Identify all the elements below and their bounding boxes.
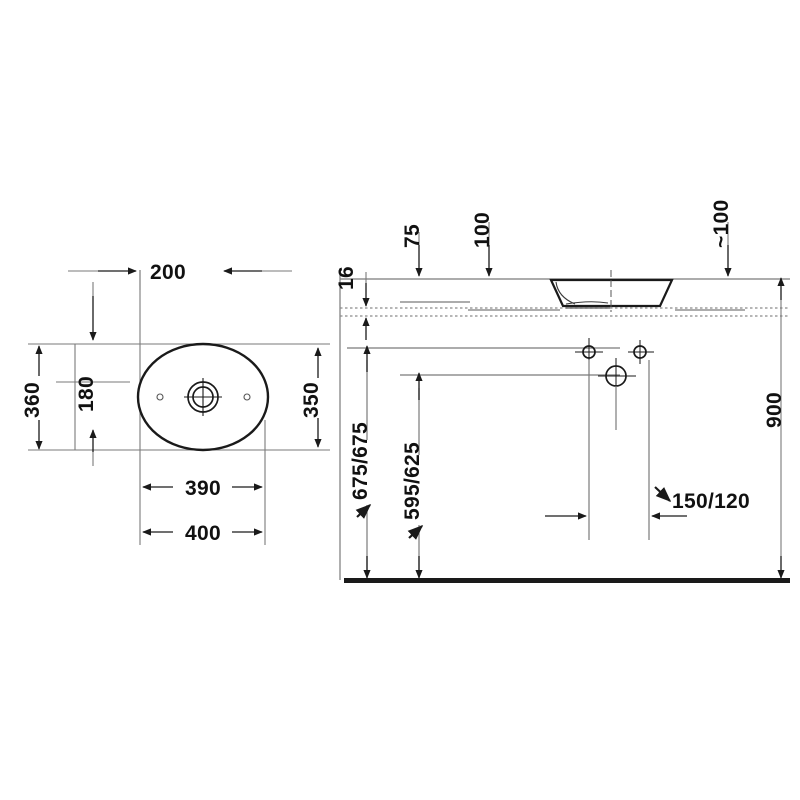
plan-dim-180: 180 [56,282,130,466]
plan-dim-200: 200 [68,261,292,284]
section-label-75: 75 [401,224,424,248]
tap-hole-right [628,340,654,364]
section-dim-75: 75 [401,224,424,277]
section-label-675: 675/675 [349,422,372,500]
section-label-16: 16 [335,266,358,290]
countertop-solid-segments [400,301,745,311]
section-dim-675: 675/675 [349,345,372,579]
leader-arrow-595 [407,524,424,540]
overflow-hole-right [243,393,251,401]
countertop-dashed-lines [340,307,790,317]
plan-dim-360: 360 [21,345,44,450]
section-dim-900: 900 [763,277,786,579]
plan-view-group: 200 180 360 350 [21,261,330,545]
plan-dim-390: 390 [142,477,263,500]
plan-label-180: 180 [75,376,98,412]
plan-label-360: 360 [21,382,44,418]
plan-label-390: 390 [185,477,221,500]
plan-label-350: 350 [300,382,323,418]
plan-dim-350: 350 [300,347,323,448]
section-label-595: 595/625 [401,442,424,520]
basin-section-profile [549,270,674,312]
section-label-100: 100 [471,212,494,248]
leader-arrow-150-120 [654,486,672,503]
section-dim-595: 595/625 [401,372,424,579]
section-label-approx-100: ~100 [710,199,733,248]
section-label-900: 900 [763,392,786,428]
section-hole-drop-lines [588,360,650,540]
section-dim-16: 16 [335,266,370,340]
plan-extension-lines [28,270,330,545]
drain-assembly [184,378,222,416]
plan-label-400: 400 [185,522,221,545]
floor-line [344,578,790,583]
section-view-group: 75 100 ~100 16 [335,199,790,583]
leader-arrow-675 [355,503,372,519]
section-dim-150-120: 150/120 [545,486,750,520]
plan-dim-400: 400 [142,522,263,545]
section-level-reference-lines [347,347,620,376]
overflow-hole-left [156,393,164,401]
plan-label-200: 200 [150,261,186,284]
section-dim-approx-100: ~100 [710,199,733,277]
section-label-150-120: 150/120 [672,490,750,513]
section-dim-100: 100 [471,212,494,277]
